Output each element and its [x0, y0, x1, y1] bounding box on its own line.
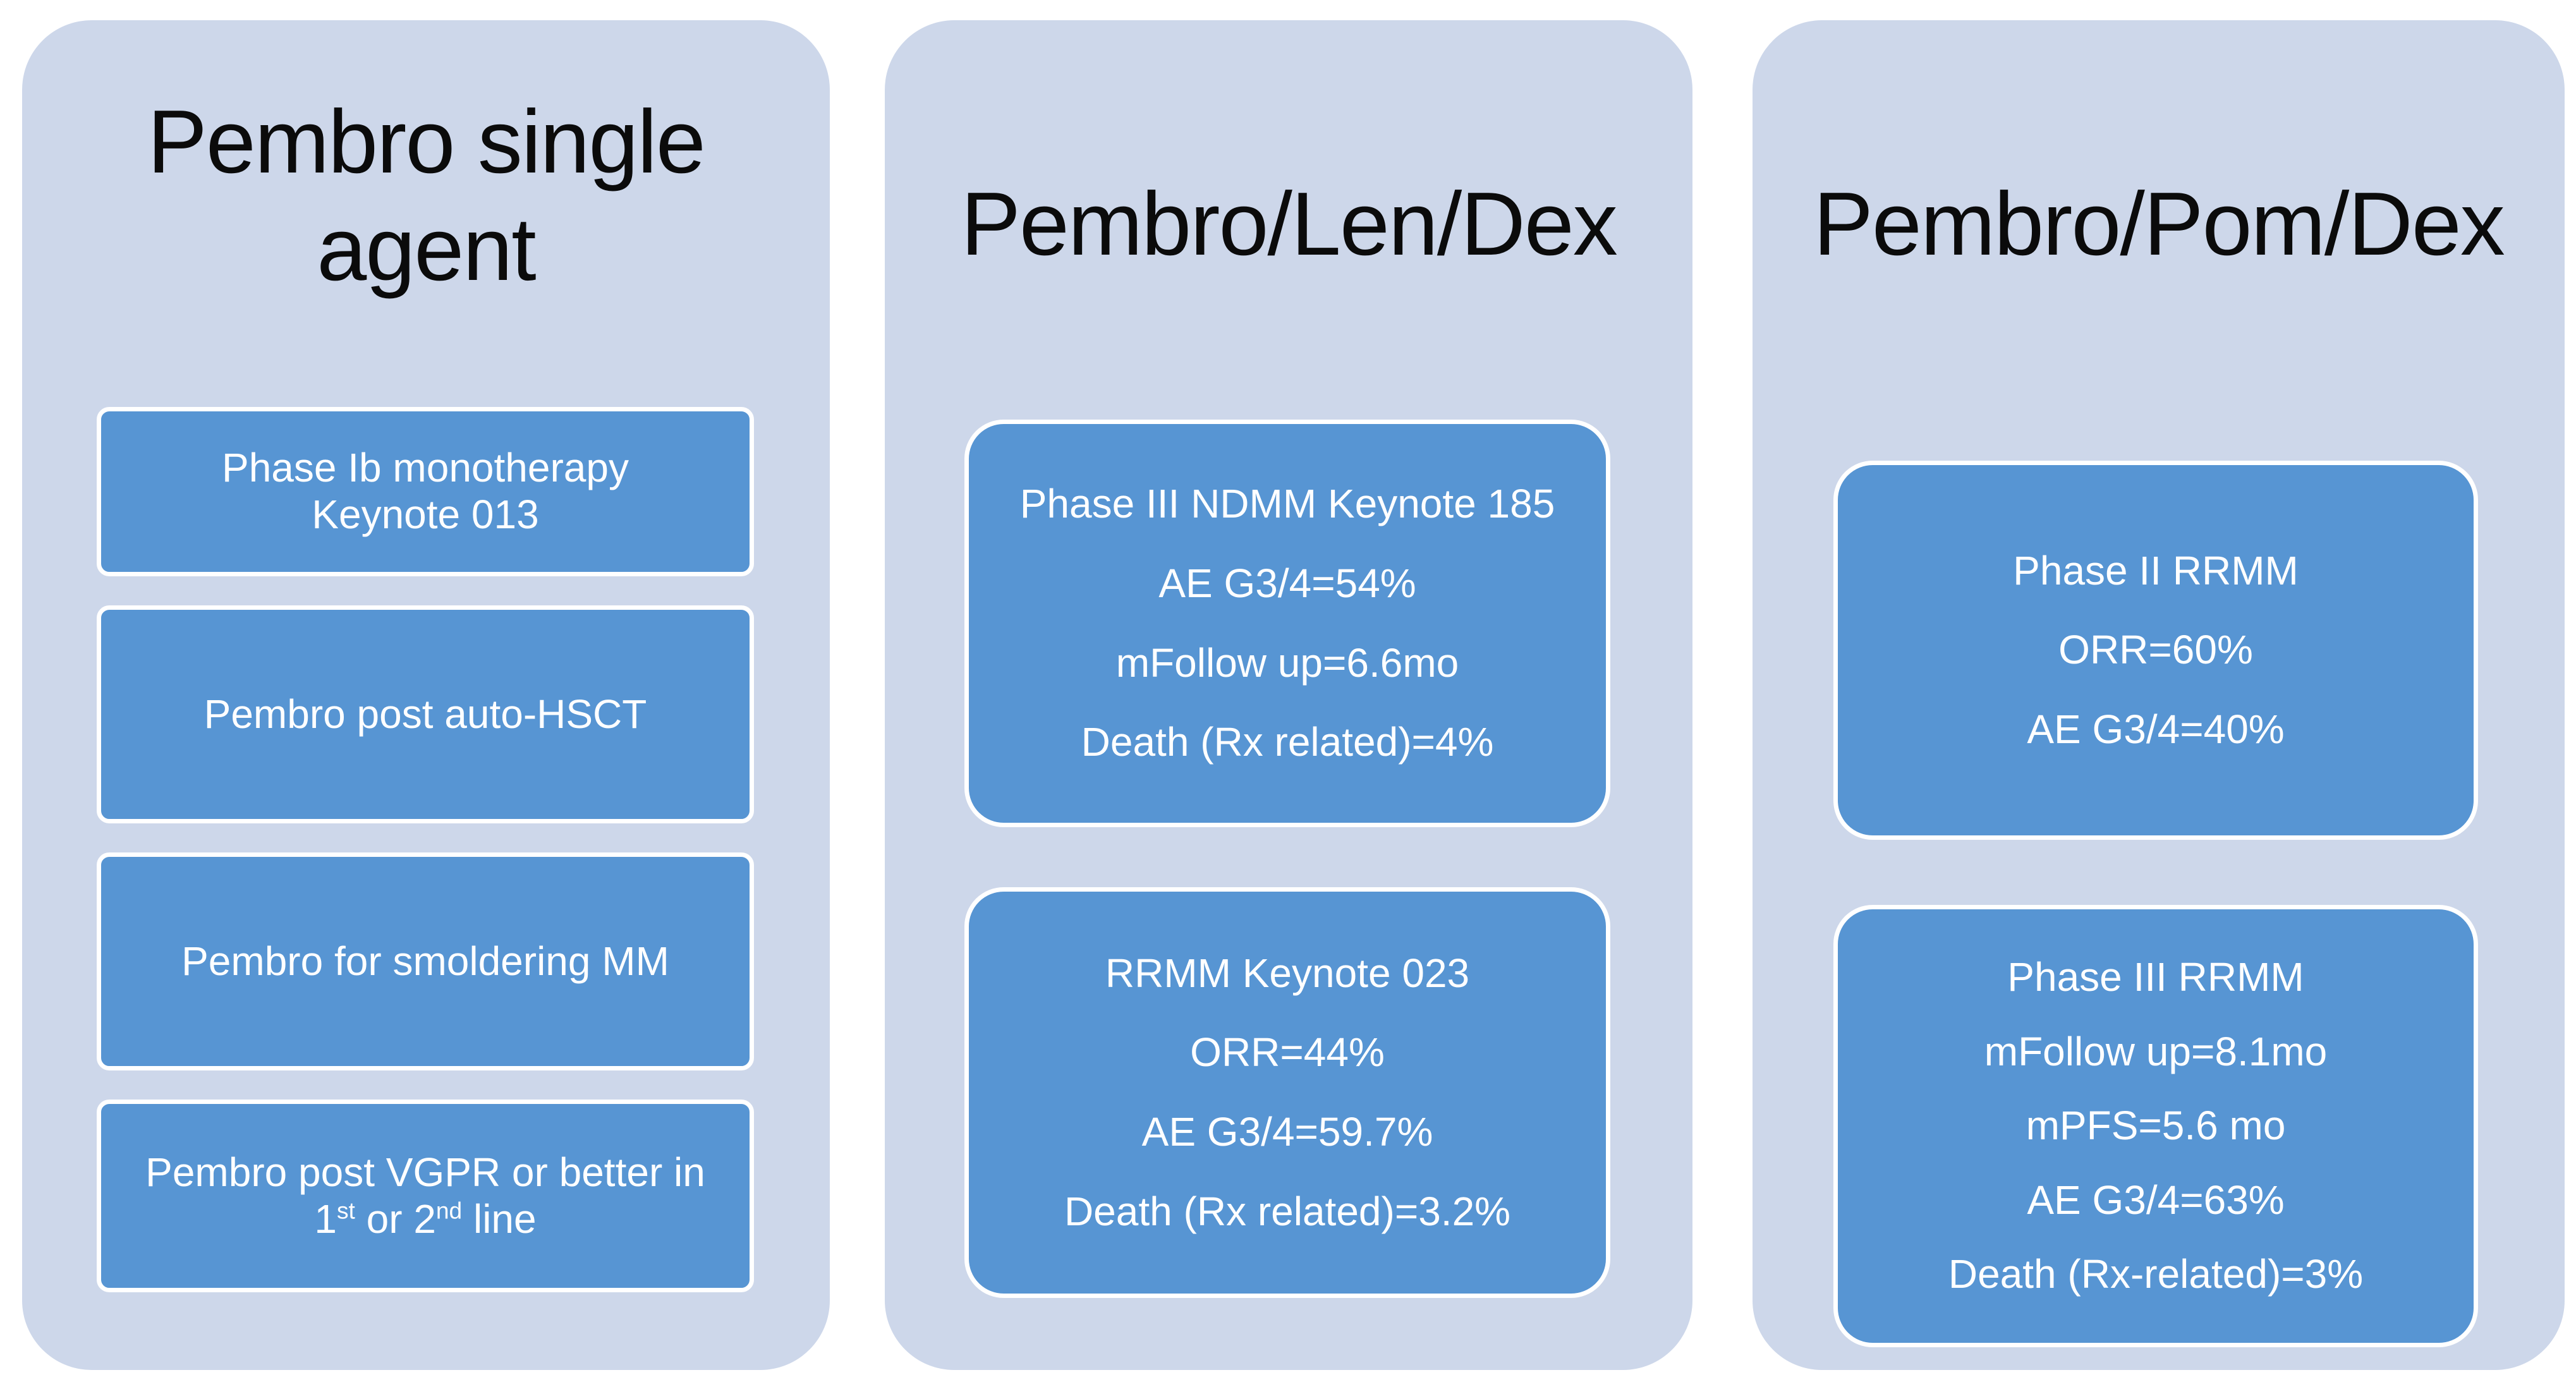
info-box-keynote-023: RRMM Keynote 023 ORR=44% AE G3/4=59.7% D… — [964, 887, 1610, 1298]
line-fragment: or 2 — [355, 1196, 436, 1242]
info-box-line: ORR=44% — [1190, 1029, 1385, 1076]
info-box-line: Death (Rx-related)=3% — [1948, 1251, 2364, 1297]
info-box-line: AE G3/4=59.7% — [1141, 1109, 1433, 1155]
info-box-phase-ii-rrmm: Phase II RRMM ORR=60% AE G3/4=40% — [1833, 461, 2478, 840]
info-box-line: ORR=60% — [2058, 627, 2253, 673]
info-box-line: RRMM Keynote 023 — [1105, 950, 1470, 996]
line-fragment: line — [462, 1196, 537, 1242]
info-box-line: Pembro post auto-HSCT — [204, 691, 647, 737]
info-box-phase-ib-monotherapy: Phase Ib monotherapy Keynote 013 — [97, 407, 754, 576]
info-box-line: AE G3/4=40% — [2027, 706, 2285, 752]
info-box-line: Phase Ib monotherapy — [222, 445, 629, 491]
info-box-line: AE G3/4=63% — [2027, 1177, 2285, 1223]
superscript-ordinal: nd — [435, 1197, 463, 1224]
panel-pembro-pom-dex: Pembro/Pom/Dex Phase II RRMM ORR=60% AE … — [1753, 20, 2565, 1370]
info-box-line: Death (Rx related)=4% — [1081, 719, 1494, 765]
panel-pembro-single-agent: Pembro single agent Phase Ib monotherapy… — [22, 20, 830, 1370]
info-box-line: Phase III RRMM — [2007, 954, 2304, 1000]
info-box-line: Death (Rx related)=3.2% — [1064, 1188, 1511, 1234]
info-box-line: AE G3/4=54% — [1158, 560, 1416, 606]
info-box-pembro-post-auto-hsct: Pembro post auto-HSCT — [97, 605, 754, 823]
info-box-line: Phase III NDMM Keynote 185 — [1019, 481, 1555, 527]
info-box-line: mFollow up=8.1mo — [1984, 1028, 2328, 1074]
info-box-pembro-post-vgpr: Pembro post VGPR or better in 1st or 2nd… — [97, 1100, 754, 1292]
panel-title-pembro-pom-dex: Pembro/Pom/Dex — [1813, 174, 2505, 274]
info-box-pembro-smoldering-mm: Pembro for smoldering MM — [97, 852, 754, 1070]
info-box-line: 1st or 2nd line — [314, 1196, 536, 1243]
info-box-line: mFollow up=6.6mo — [1115, 639, 1459, 686]
info-box-line: Pembro for smoldering MM — [181, 938, 669, 984]
superscript-ordinal: st — [336, 1197, 355, 1224]
info-box-line: Pembro post VGPR or better in — [145, 1149, 705, 1195]
info-box-line: Phase II RRMM — [2013, 547, 2299, 593]
info-box-phase-iii-rrmm: Phase III RRMM mFollow up=8.1mo mPFS=5.6… — [1833, 905, 2478, 1347]
panel-title-pembro-len-dex: Pembro/Len/Dex — [961, 174, 1618, 274]
panel-pembro-len-dex: Pembro/Len/Dex Phase III NDMM Keynote 18… — [885, 20, 1692, 1370]
info-box-line: Keynote 013 — [312, 492, 539, 537]
info-box-line: mPFS=5.6 mo — [2026, 1103, 2286, 1149]
line-fragment: 1 — [314, 1196, 337, 1242]
panel-title-pembro-single-agent: Pembro single agent — [147, 92, 706, 300]
info-box-keynote-185: Phase III NDMM Keynote 185 AE G3/4=54% m… — [964, 420, 1610, 827]
